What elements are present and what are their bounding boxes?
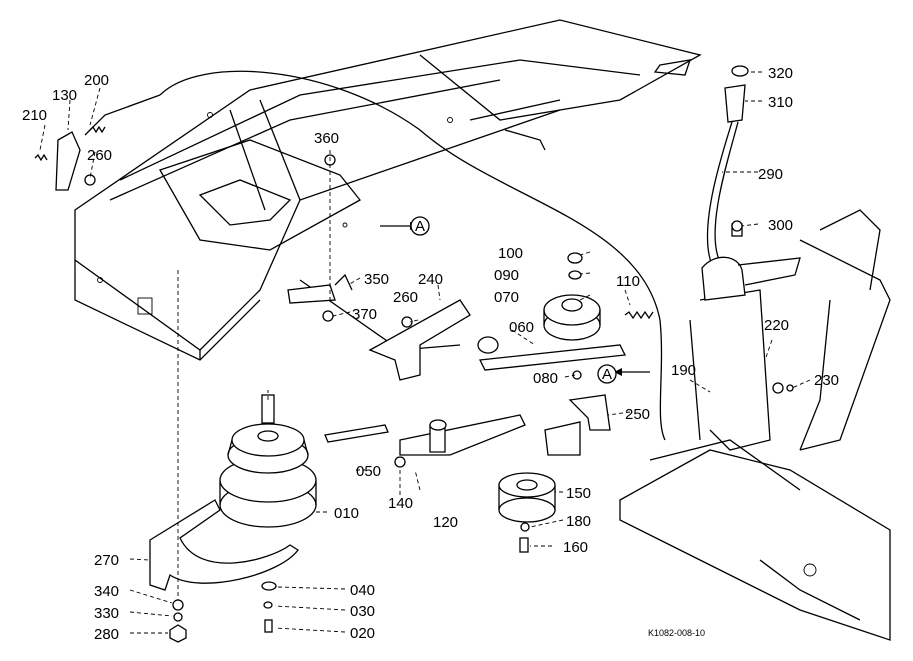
- label-120: 120: [433, 514, 458, 531]
- label-060: 060: [509, 319, 534, 336]
- label-040: 040: [350, 582, 375, 599]
- label-300: 300: [768, 217, 793, 234]
- label-250: 250: [625, 406, 650, 423]
- label-110: 110: [616, 273, 640, 290]
- label-100: 100: [498, 245, 523, 262]
- label-240: 240: [418, 271, 443, 288]
- belt-guard-270: [149, 499, 299, 591]
- leader-lines: [39, 71, 811, 634]
- label-010: 010: [334, 505, 359, 522]
- diagram-code: K1082-008-10: [648, 628, 705, 638]
- label-260: 260: [393, 289, 418, 306]
- label-130: 130: [52, 87, 77, 104]
- label-280: 280: [94, 626, 119, 643]
- idler-pulley-150: [498, 472, 556, 523]
- label-190: 190: [671, 362, 696, 379]
- right-frame: [619, 209, 891, 641]
- idler-pulley-070: [543, 294, 601, 341]
- label-210: 210: [22, 107, 47, 124]
- label-320: 320: [768, 65, 793, 82]
- label-150: 150: [566, 485, 591, 502]
- reference-marker-a-top: A: [380, 216, 430, 236]
- label-030: 030: [350, 603, 375, 620]
- label-260: 260: [87, 147, 112, 164]
- label-290: 290: [758, 166, 783, 183]
- label-160: 160: [563, 539, 588, 556]
- label-200: 200: [84, 72, 109, 89]
- label-330: 330: [94, 605, 119, 622]
- label-270: 270: [94, 552, 119, 569]
- label-050: 050: [356, 463, 381, 480]
- label-230: 230: [814, 372, 839, 389]
- part-labels: 210 130 200 260 360 350 370 240 260 100 …: [22, 65, 839, 643]
- label-350: 350: [364, 271, 389, 288]
- label-370: 370: [352, 306, 377, 323]
- main-pulley: [219, 394, 317, 528]
- label-340: 340: [94, 583, 119, 600]
- label-090: 090: [494, 267, 519, 284]
- springs: [34, 125, 654, 320]
- label-070: 070: [494, 289, 519, 306]
- label-180: 180: [566, 513, 591, 530]
- svg-text:A: A: [415, 218, 425, 235]
- shift-lever: [701, 65, 801, 301]
- label-310: 310: [768, 94, 793, 111]
- label-220: 220: [764, 317, 789, 334]
- label-020: 020: [350, 625, 375, 642]
- reference-marker-a-mid: A: [597, 364, 650, 384]
- label-080: 080: [533, 370, 558, 387]
- tension-arms: [55, 70, 666, 456]
- label-360: 360: [314, 130, 339, 147]
- svg-text:A: A: [602, 366, 612, 383]
- label-140: 140: [388, 495, 413, 512]
- chassis-frame: [74, 19, 702, 361]
